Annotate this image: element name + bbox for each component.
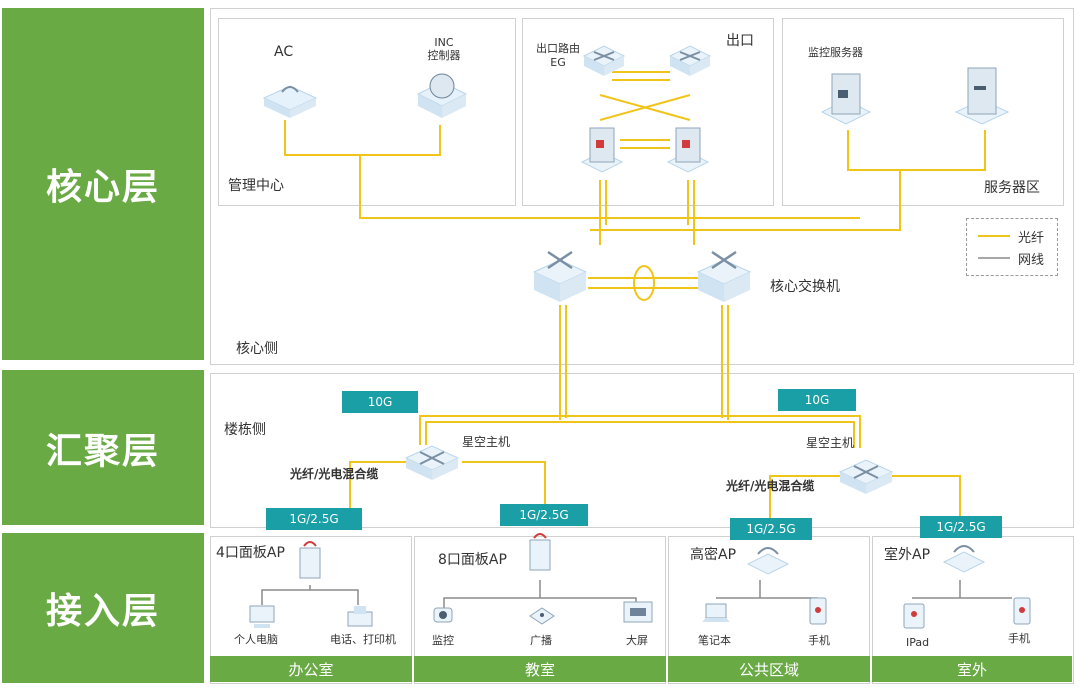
mobile-phone-icon [809,597,827,625]
outdoor-zone-footer: 室外 [872,656,1072,682]
outdoor-speed-badge: 1G/2.5G [920,516,1002,538]
outdoor-ap-label: 室外AP [884,547,931,563]
classroom-zone-footer: 教室 [414,656,666,682]
right-star-host-icon [838,459,894,494]
right-host-label: 星空主机 [806,436,855,450]
core-switch-left-icon [532,250,588,302]
core-switch-right-icon [696,250,752,302]
classroom-speed-badge: 1G/2.5G [500,504,588,526]
device-label: 电话、打印机 [330,633,396,646]
broadcast-icon [529,607,555,625]
device-label: 广播 [530,634,552,647]
egress-router-right-icon [668,45,712,76]
egress-router-label-line1: 出口路由 [536,42,580,55]
laptop-icon [702,603,730,622]
device-label: 个人电脑 [234,633,278,646]
legend-box [966,218,1058,276]
egress-router-label-line2: EG [550,56,566,69]
camera-icon [433,607,453,623]
large-screen-icon [623,601,653,623]
core-layer-label: 核心层 [2,8,204,360]
core-switch-label: 核心交换机 [770,279,840,295]
monitor-server-icon [820,73,872,125]
legend-fiber-label: 光纤 [1018,231,1045,246]
office-speed-badge: 1G/2.5G [266,508,362,530]
management-center-title: 管理中心 [228,178,284,194]
egress-title: 出口 [726,33,754,49]
device-label: 大屏 [626,634,648,647]
server-zone-title: 服务器区 [984,180,1040,196]
building-side-label: 楼栋侧 [224,422,266,438]
office-zone-footer: 办公室 [210,656,412,682]
ac-label: AC [274,44,294,60]
device-label: 监控 [432,634,454,647]
outdoor-ap-icon [942,545,986,573]
device-label: IPad [906,636,930,649]
firewall-left-icon [580,127,624,173]
inc-label-line1: INC [434,36,454,49]
panel-ap-8port-icon [529,533,551,571]
egress-panel [522,18,774,206]
inc-label-line2: 控制器 [427,49,461,62]
device-label: 手机 [808,634,830,647]
device-label: 笔记本 [698,634,731,647]
legend-ethernet-label: 网线 [1018,253,1045,268]
device-label: 手机 [1008,632,1030,645]
ac-controller-icon [262,85,318,118]
panel-ap-4port-icon [299,541,321,579]
phone-printer-icon [347,606,373,627]
core-side-label: 核心侧 [236,341,278,357]
public-ap-label: 高密AP [690,547,737,563]
left-star-host-icon [404,445,460,480]
public-speed-badge: 1G/2.5G [730,518,812,540]
right-cable-label: 光纤/光电混合缆 [726,479,815,493]
office-ap-label: 4口面板AP [216,545,285,561]
uplink-right-badge: 10G [778,389,856,411]
inc-controller-icon [416,73,468,118]
management-center-panel [218,18,516,206]
public-zone-footer: 公共区域 [668,656,870,682]
firewall-right-icon [666,127,710,173]
pc-icon [249,605,275,628]
left-host-label: 星空主机 [462,435,511,449]
high-density-ap-icon [746,547,790,575]
mobile-phone-icon [1013,597,1031,625]
aggregation-layer-label: 汇聚层 [2,370,204,525]
left-cable-label: 光纤/光电混合缆 [290,467,379,481]
access-layer-label: 接入层 [2,533,204,683]
classroom-ap-label: 8口面板AP [438,552,507,568]
uplink-left-badge: 10G [342,391,418,413]
server-icon [954,67,1010,125]
egress-router-left-icon [582,45,626,76]
ipad-icon [903,603,925,629]
monitor-server-label: 监控服务器 [808,46,863,59]
